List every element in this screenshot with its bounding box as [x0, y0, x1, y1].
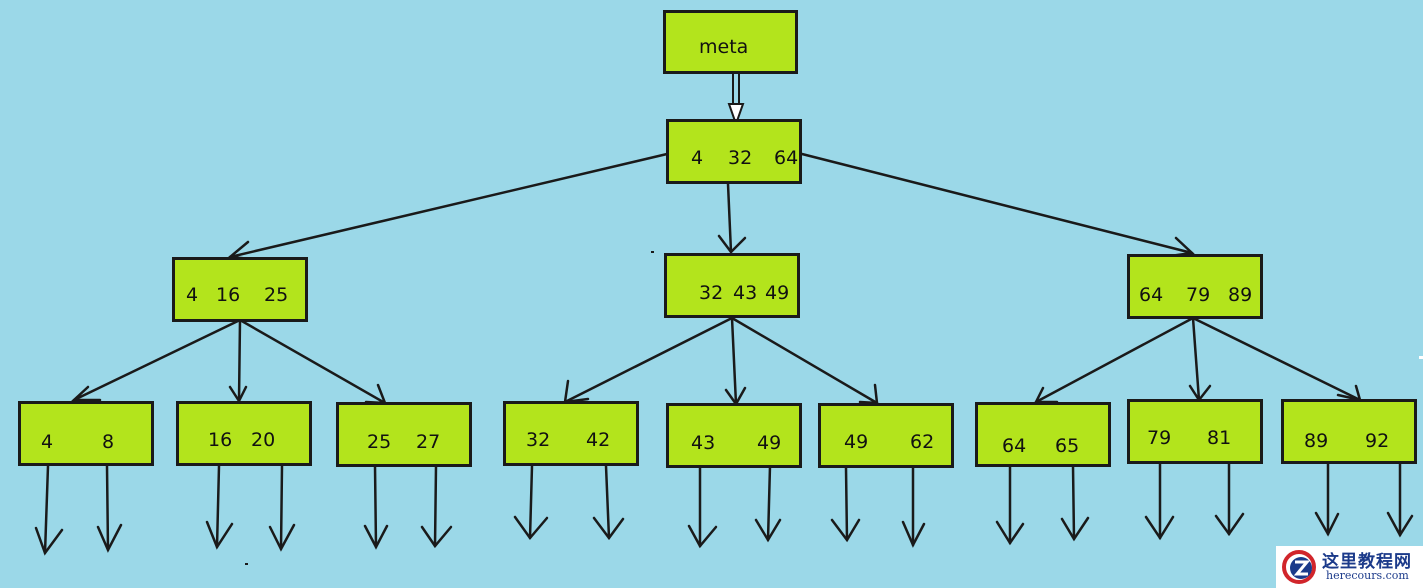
edge-middle-to-leaf-6 [730, 316, 879, 405]
key: 43 [691, 432, 716, 454]
key: 32 [526, 429, 551, 451]
internal-node-right: 64 79 89 [1127, 254, 1263, 319]
key: 64 [1002, 435, 1027, 457]
key: 64 [1139, 284, 1164, 306]
logo-icon [1282, 550, 1316, 584]
key: 79 [1186, 284, 1211, 306]
edge-root-to-node-middle [717, 182, 747, 254]
internal-node-left: 4 16 25 [172, 257, 308, 322]
leaf-node: 79 81 [1127, 399, 1263, 464]
watermark-name: 这里教程网 [1322, 552, 1412, 572]
leaf-node: 49 62 [818, 403, 954, 468]
key: 49 [765, 282, 790, 304]
edge-right-to-leaf-7 [1033, 316, 1195, 404]
watermark-logo: 这里教程网 herecours.com [1276, 546, 1423, 588]
edge-root-to-node-left [226, 152, 669, 261]
leaf-node: 64 65 [975, 402, 1111, 467]
key: 49 [844, 431, 869, 453]
internal-node-middle: 32 43 49 [664, 253, 800, 318]
leaf-node: 43 49 [666, 403, 802, 468]
edge-root-to-node-right [800, 152, 1195, 258]
key: 92 [1365, 430, 1390, 452]
key: 4 [41, 431, 54, 453]
leaf-pointer-arrows [34, 462, 1414, 556]
key: 27 [416, 431, 441, 453]
meta-to-root-arrow [727, 73, 745, 128]
root-node: 4 32 64 [666, 119, 802, 184]
leaf-node: 89 92 [1281, 399, 1417, 464]
edge-left-to-leaf-3 [238, 318, 387, 405]
key: 16 [208, 429, 233, 451]
key: 20 [251, 429, 276, 451]
root-key-2: 32 [728, 147, 753, 169]
leaf-node: 25 27 [336, 402, 472, 467]
key: 89 [1228, 284, 1253, 306]
key: 8 [102, 431, 115, 453]
edge-left-to-leaf-2 [228, 318, 248, 404]
key: 89 [1304, 430, 1329, 452]
key: 42 [586, 429, 611, 451]
key: 16 [216, 284, 241, 306]
key: 81 [1207, 427, 1232, 449]
leaf-node: 16 20 [176, 401, 312, 466]
edge-right-to-leaf-9 [1191, 316, 1362, 402]
key: 49 [757, 432, 782, 454]
edge-middle-to-leaf-5 [724, 316, 747, 407]
watermark-url: herecours.com [1326, 569, 1409, 582]
edge-left-to-leaf-1 [70, 318, 242, 402]
edge-middle-to-leaf-4 [563, 316, 734, 404]
meta-label: meta [699, 36, 749, 58]
key: 25 [264, 284, 289, 306]
leaf-node: 4 8 [18, 401, 154, 466]
root-key-1: 4 [691, 147, 704, 169]
key: 32 [699, 282, 724, 304]
root-key-3: 64 [774, 147, 799, 169]
key: 43 [733, 282, 758, 304]
leaf-node: 32 42 [503, 401, 639, 466]
key: 65 [1055, 435, 1080, 457]
edge-right-to-leaf-8 [1188, 316, 1212, 403]
key: 4 [186, 284, 199, 306]
meta-node: meta [663, 10, 798, 74]
key: 62 [910, 431, 935, 453]
key: 79 [1147, 427, 1172, 449]
key: 25 [367, 431, 392, 453]
